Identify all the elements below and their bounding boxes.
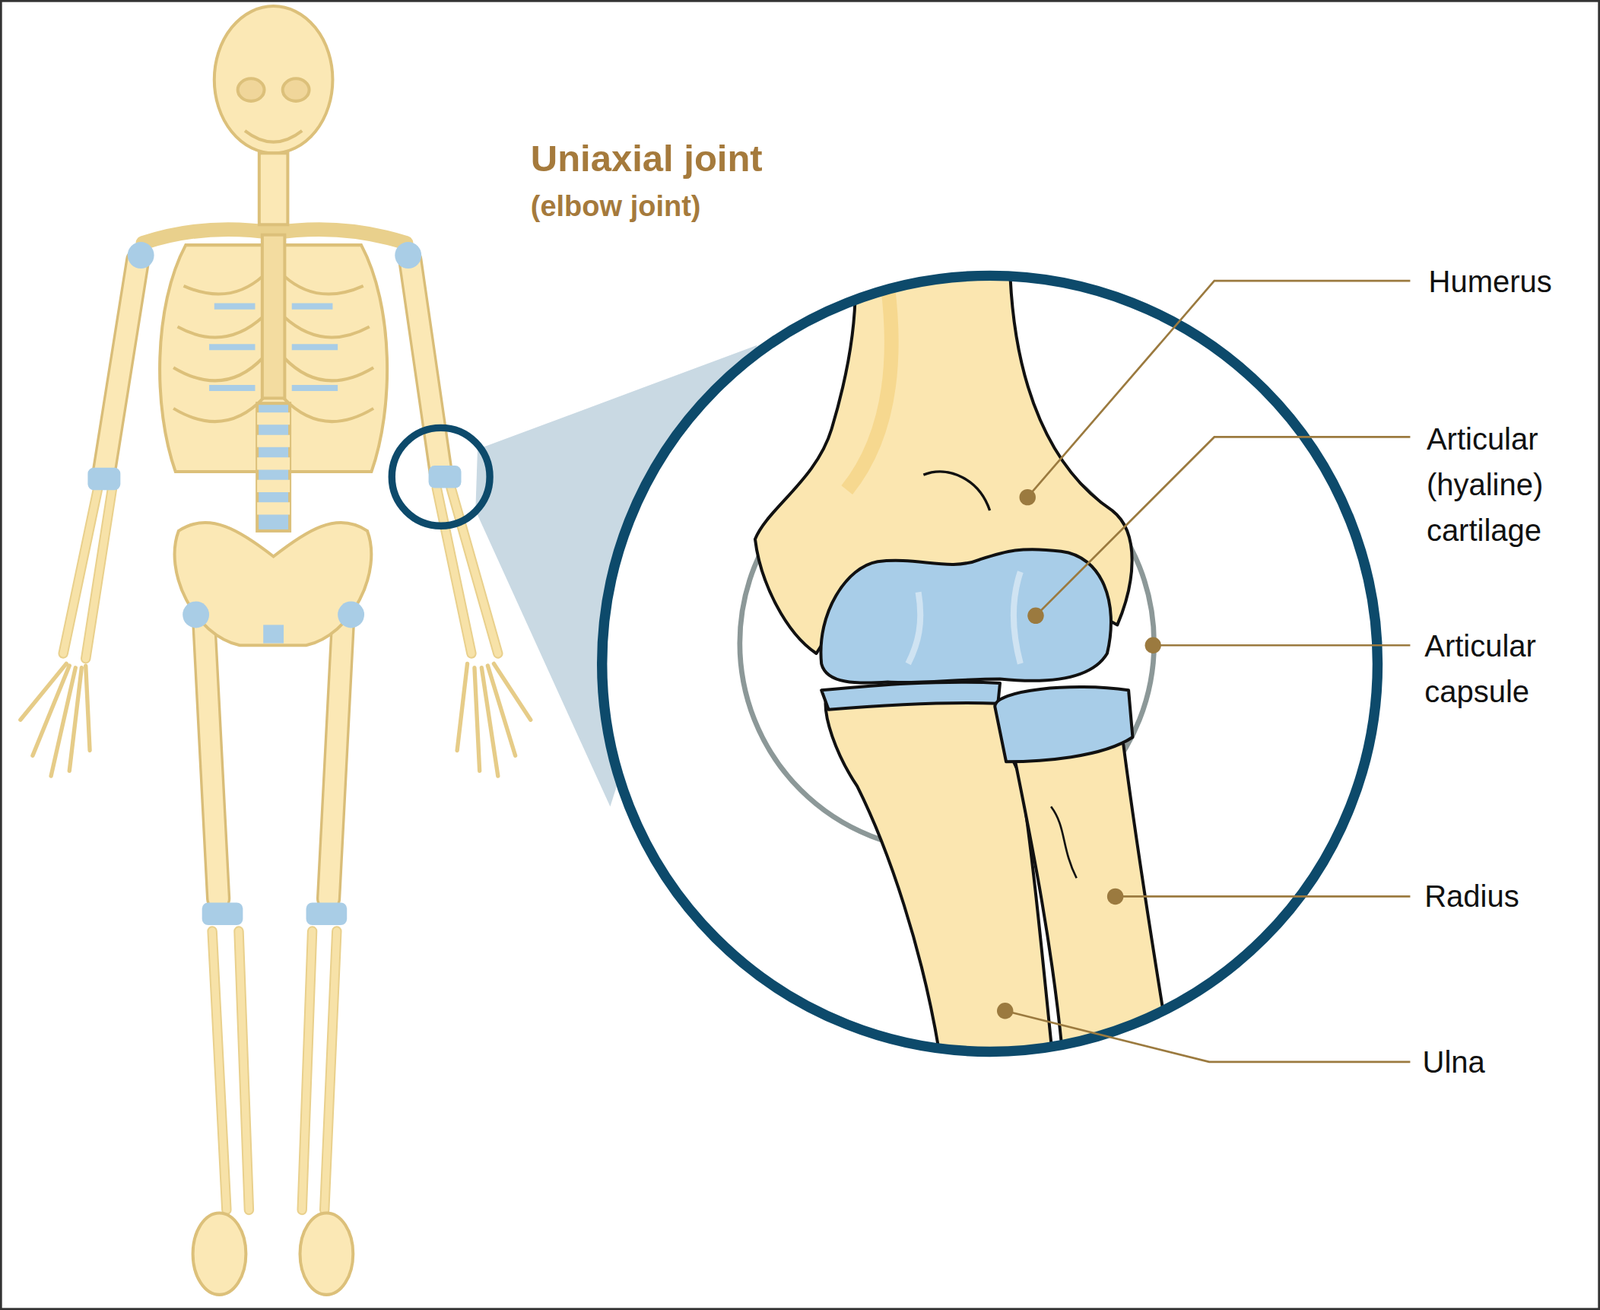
right-forearm <box>436 488 499 654</box>
leader-line <box>1152 644 1410 647</box>
skeleton <box>20 229 531 1210</box>
zoom-marker <box>391 427 490 526</box>
diagram-title: Uniaxial joint <box>530 136 763 180</box>
foot <box>193 1212 247 1294</box>
leader-dot <box>996 1002 1013 1019</box>
bone-shading <box>847 285 893 490</box>
forearm-fill <box>63 488 499 1210</box>
leader-line <box>1035 436 1410 616</box>
left-humerus <box>104 260 138 472</box>
ulna-cartilage <box>821 682 1000 710</box>
leader-dots <box>996 488 1162 1020</box>
part-label: Articular capsule <box>1424 622 1577 715</box>
leader-line <box>1005 1010 1411 1062</box>
bone-detail <box>1050 806 1077 878</box>
knee-joint <box>202 901 244 925</box>
leader-lines <box>1005 280 1411 1062</box>
zoom-circle <box>602 275 1378 1051</box>
leader-dot <box>1019 488 1035 505</box>
skull <box>214 6 334 153</box>
left-forearm <box>63 488 112 659</box>
knee-joint <box>306 901 348 925</box>
leader-dot <box>1107 888 1124 905</box>
right-humerus <box>409 260 441 472</box>
joint-cartilage <box>87 241 461 925</box>
part-label: Radius <box>1424 873 1520 919</box>
leader-dot <box>1027 607 1044 624</box>
lower-leg <box>212 930 337 1210</box>
leader-dot <box>1145 637 1162 654</box>
radial-head-cartilage <box>994 686 1133 762</box>
torso <box>159 6 388 1295</box>
neck <box>259 152 289 225</box>
right-forearm <box>436 488 499 654</box>
fossa-line <box>923 471 990 511</box>
pubic-symphysis <box>263 624 284 643</box>
eye-socket <box>238 78 265 102</box>
lower-leg <box>212 930 337 1210</box>
hip-joint <box>337 601 365 629</box>
left-forearm <box>63 488 112 659</box>
right-hand <box>457 663 531 776</box>
elbow-closeup <box>739 275 1172 1061</box>
left-humerus <box>104 260 138 472</box>
left-hand <box>20 663 90 776</box>
jaw <box>244 130 302 143</box>
pelvis <box>174 522 372 645</box>
hands <box>20 663 531 776</box>
forearm-bones <box>63 488 499 1210</box>
cartilage-highlight <box>907 571 1021 664</box>
leader-line <box>1115 895 1411 898</box>
part-label: Humerus <box>1428 258 1553 305</box>
right-humerus <box>409 260 441 472</box>
part-label: Articular (hyaline) cartilage <box>1426 415 1579 553</box>
spine <box>257 403 290 531</box>
shoulder-joint <box>127 241 155 269</box>
eye-socket <box>282 78 310 102</box>
femur <box>203 622 343 899</box>
elbow-joint <box>428 465 462 489</box>
part-label: Ulna <box>1422 1038 1486 1085</box>
vertebrae <box>257 418 290 508</box>
femur <box>203 622 343 899</box>
leader-line <box>1027 280 1410 498</box>
humerus-cartilage <box>820 549 1112 683</box>
shoulder-joint <box>394 241 422 269</box>
hip-joint <box>182 601 210 629</box>
elbow-joint <box>87 467 121 491</box>
subtitle: (elbow joint) <box>530 190 702 223</box>
sternum <box>262 234 286 399</box>
foot <box>300 1212 354 1294</box>
